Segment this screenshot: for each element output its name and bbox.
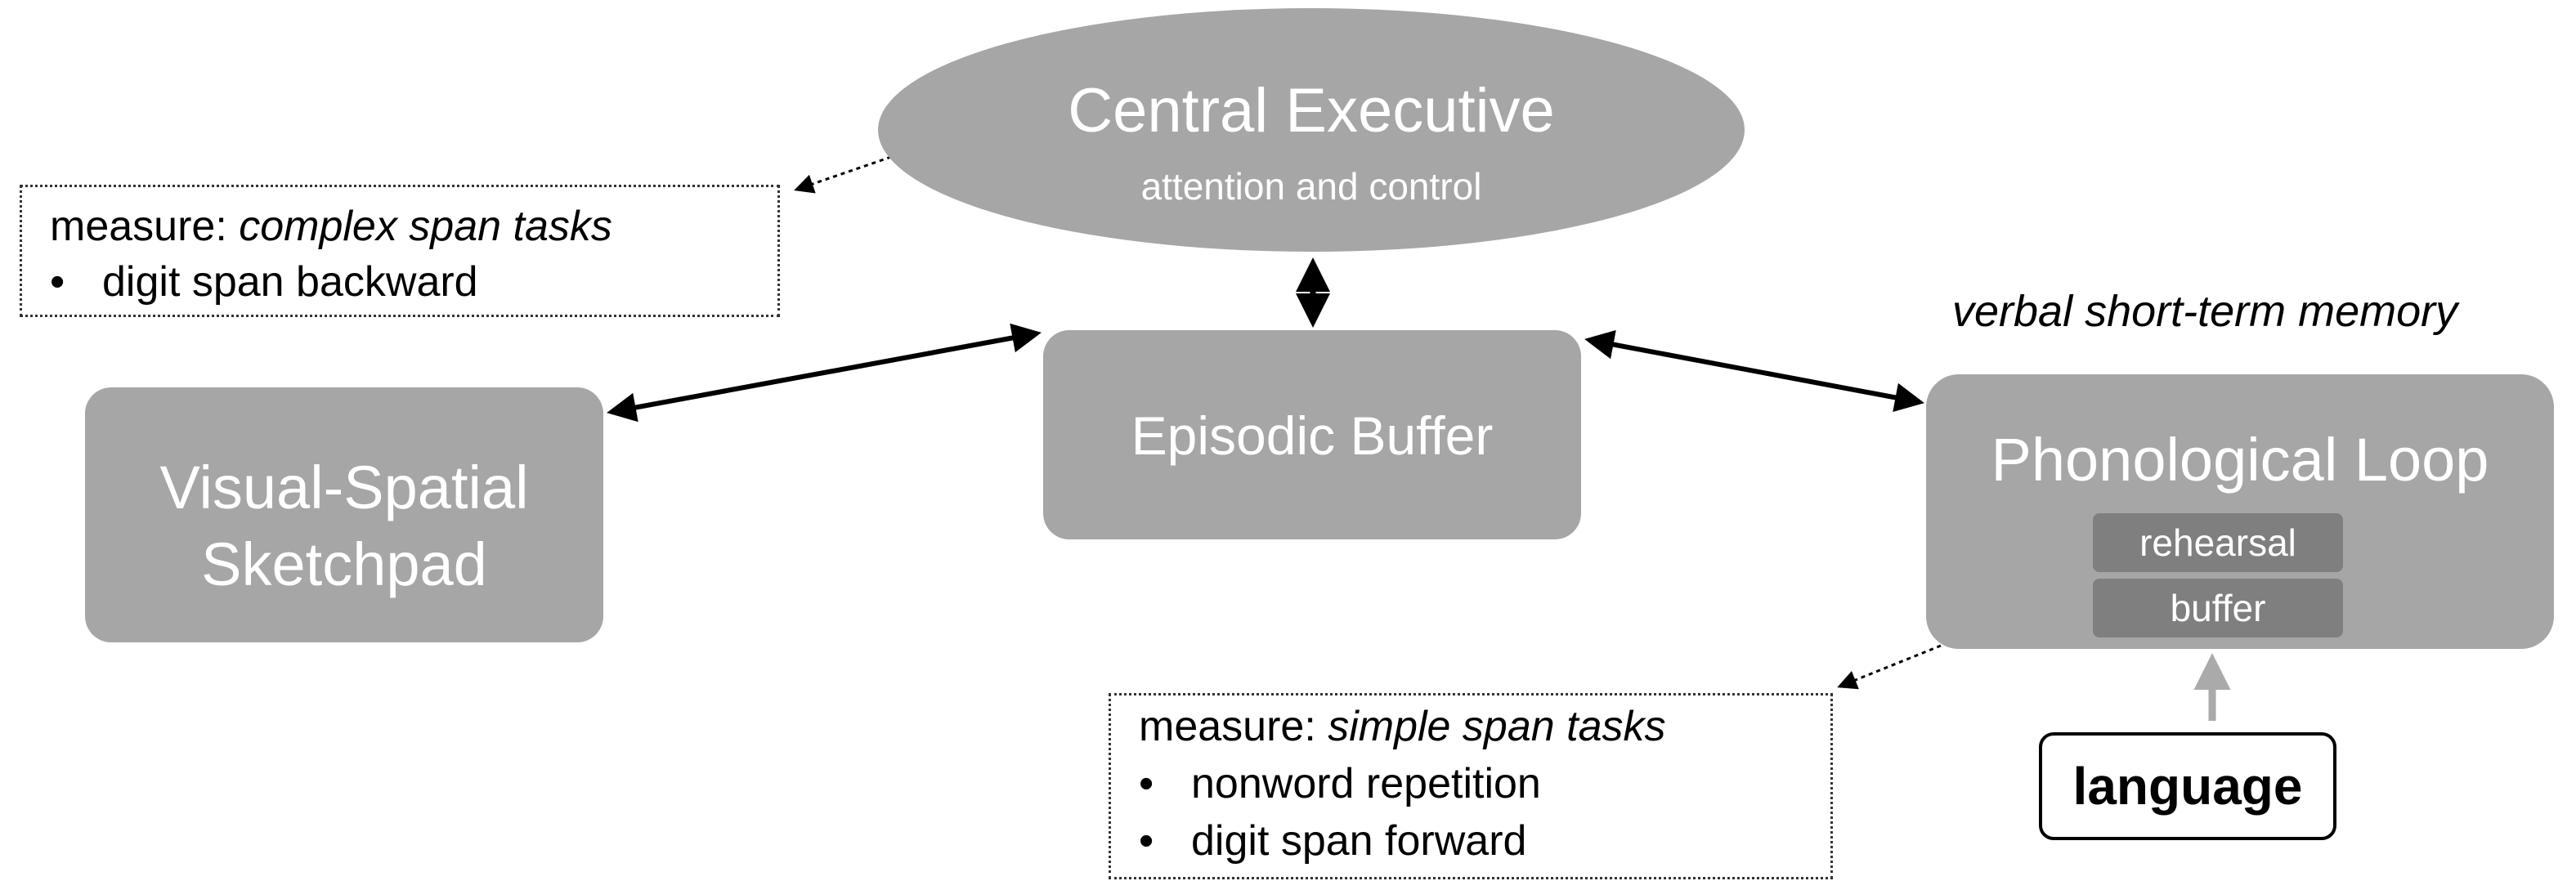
rehearsal-component: rehearsal [2093,513,2343,572]
executive-measure-pointer [794,155,892,194]
complex-measure-prefix: measure: [50,203,240,250]
central-executive: Central Executive attention and control [878,8,1745,252]
central-executive-subtitle: attention and control [1140,165,1482,208]
loop-measure-pointer [1837,644,1942,690]
complex-measure-item-text: digit span backward [102,258,478,306]
complex-span-measure-box: measure: complex span tasks • digit span … [20,185,780,317]
visual-spatial-title: Visual-Spatial Sketchpad [85,449,603,603]
buffer-loop-arrow [1584,329,1924,413]
visual-spatial-sketchpad: Visual-Spatial Sketchpad [85,387,603,642]
language-box: language [2039,732,2336,840]
bullet: • [1139,817,1154,865]
buffer-component: buffer [2093,579,2343,637]
phonological-loop: Phonological Loop rehearsal buffer [1926,374,2554,649]
complex-measure-task-type: complex span tasks [239,203,612,250]
visual-spatial-title-line1: Visual-Spatial [159,454,529,521]
simple-measure-item: • digit span forward [1139,820,1526,862]
verbal-stm-caption: verbal short-term memory [1952,287,2458,336]
simple-measure-prefix: measure: [1139,703,1328,750]
complex-measure-heading: measure: complex span tasks [50,205,612,248]
central-executive-title: Central Executive [1068,76,1555,145]
simple-measure-task-type: simple span tasks [1328,703,1666,750]
simple-span-measure-box: measure: simple span tasks • nonword repe… [1109,693,1833,879]
simple-measure-item: • nonword repetition [1139,763,1541,805]
simple-measure-heading: measure: simple span tasks [1139,705,1666,748]
bullet: • [1139,760,1154,807]
phonological-loop-title: Phonological Loop [1991,426,2489,494]
sketchpad-buffer-arrow [607,323,1042,423]
complex-measure-item: • digit span backward [50,261,478,303]
simple-measure-item-text: digit span forward [1191,817,1527,865]
visual-spatial-title-line2: Sketchpad [201,530,487,598]
simple-measure-item-text: nonword repetition [1191,760,1541,807]
episodic-buffer-title: Episodic Buffer [1131,405,1494,466]
episodic-buffer: Episodic Buffer [1043,330,1581,539]
bullet: • [50,258,65,306]
